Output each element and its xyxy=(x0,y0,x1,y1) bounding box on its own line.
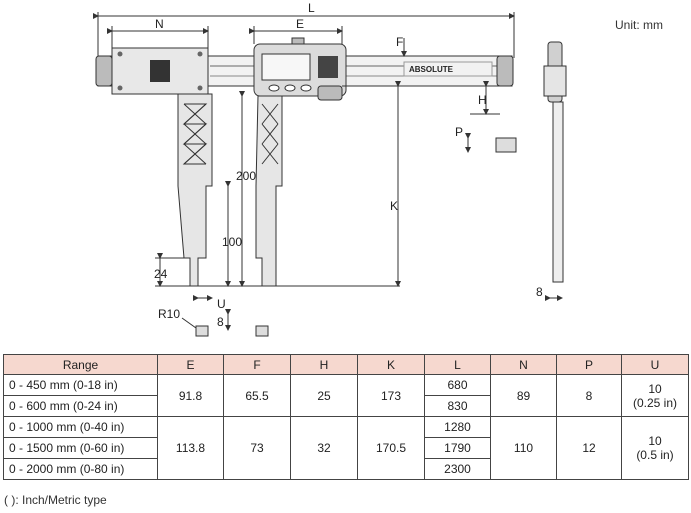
label-P: P xyxy=(455,125,463,139)
cell-L: 830 xyxy=(424,395,491,417)
cell-N: 89 xyxy=(490,374,557,417)
cell-E: 113.8 xyxy=(157,416,224,480)
cell-range: 0 - 1000 mm (0-40 in) xyxy=(3,416,158,438)
cell-H: 32 xyxy=(290,416,358,480)
unit-label: Unit: mm xyxy=(615,18,663,32)
table-header-row: Range E F H K L N P U xyxy=(3,354,689,375)
label-8-side: 8 xyxy=(536,285,543,299)
cell-F: 65.5 xyxy=(223,374,291,417)
header-H: H xyxy=(290,354,358,375)
caliper-drawing: ABSOLUTE L N E xyxy=(93,1,663,337)
button-icon xyxy=(268,84,280,92)
header-range: Range xyxy=(3,354,158,375)
cell-range: 0 - 600 mm (0-24 in) xyxy=(3,395,158,417)
header-F: F xyxy=(223,354,291,375)
beam-end-cap-left xyxy=(95,55,113,87)
table-row: 0 - 600 mm (0-24 in) 830 xyxy=(3,395,689,417)
label-200: 200 xyxy=(236,169,256,183)
cell-range: 0 - 2000 mm (0-80 in) xyxy=(3,458,158,480)
cell-K: 173 xyxy=(357,374,425,417)
cell-U: 10 (0.25 in) xyxy=(621,374,689,417)
cell-L: 680 xyxy=(424,374,491,396)
cell-U-inch: (0.5 in) xyxy=(636,448,674,462)
header-P: P xyxy=(556,354,622,375)
side-view-jaw xyxy=(552,101,564,283)
cell-U: 10 (0.5 in) xyxy=(621,416,689,480)
label-K: K xyxy=(390,199,398,213)
button-icon xyxy=(300,84,312,92)
table-row: 0 - 450 mm (0-18 in) 91.8 65.5 25 173 68… xyxy=(3,374,689,417)
spec-table: Range E F H K L N P U 0 - 450 mm (0-18 i… xyxy=(3,354,689,480)
cell-L: 1790 xyxy=(424,437,491,459)
cell-K: 170.5 xyxy=(357,416,425,480)
cell-H: 25 xyxy=(290,374,358,417)
header-K: K xyxy=(357,354,425,375)
header-E: E xyxy=(157,354,224,375)
table-row: 0 - 2000 mm (0-80 in) 2300 xyxy=(3,458,689,480)
header-U: U xyxy=(621,354,689,375)
cell-range: 0 - 1500 mm (0-60 in) xyxy=(3,437,158,459)
jaw-tip-section xyxy=(195,325,209,337)
cell-L: 2300 xyxy=(424,458,491,480)
cell-U-mm: 10 xyxy=(648,381,662,396)
jaw-tip-section xyxy=(255,325,269,337)
cell-range: 0 - 450 mm (0-18 in) xyxy=(3,374,158,396)
cell-F: 73 xyxy=(223,416,291,480)
caliper-diagram: ABSOLUTE L N E xyxy=(93,1,567,337)
beam-end-cap-right xyxy=(496,55,514,87)
main-jaw xyxy=(177,93,213,287)
label-E: E xyxy=(296,17,304,31)
lock-screw-icon xyxy=(291,37,305,45)
cell-L: 1280 xyxy=(424,416,491,438)
label-H: H xyxy=(478,93,487,107)
header-L: L xyxy=(424,354,491,375)
label-R10: R10 xyxy=(158,307,180,321)
clamp-screw-icon xyxy=(150,60,170,82)
table-row: 0 - 1000 mm (0-40 in) 113.8 73 32 170.5 … xyxy=(3,416,689,480)
label-F: F xyxy=(396,35,403,49)
brand-label: ABSOLUTE xyxy=(409,65,454,74)
cell-E: 91.8 xyxy=(157,374,224,417)
label-N: N xyxy=(155,17,164,31)
header-N: N xyxy=(490,354,557,375)
label-100: 100 xyxy=(222,235,242,249)
label-8-tip: 8 xyxy=(217,315,224,329)
label-L: L xyxy=(308,1,315,15)
footnote: ( ): Inch/Metric type xyxy=(4,493,107,507)
lcd-screen xyxy=(261,53,311,81)
cell-P: 8 xyxy=(556,374,622,417)
output-port-icon xyxy=(318,56,338,78)
button-icon xyxy=(284,84,296,92)
cell-P: 12 xyxy=(556,416,622,480)
label-24: 24 xyxy=(154,267,168,281)
jaw-tip-detail xyxy=(495,137,517,153)
cell-U-mm: 10 xyxy=(648,434,662,448)
cell-U-inch: (0.25 in) xyxy=(632,395,678,410)
cell-N: 110 xyxy=(490,416,557,480)
label-U: U xyxy=(217,297,226,311)
